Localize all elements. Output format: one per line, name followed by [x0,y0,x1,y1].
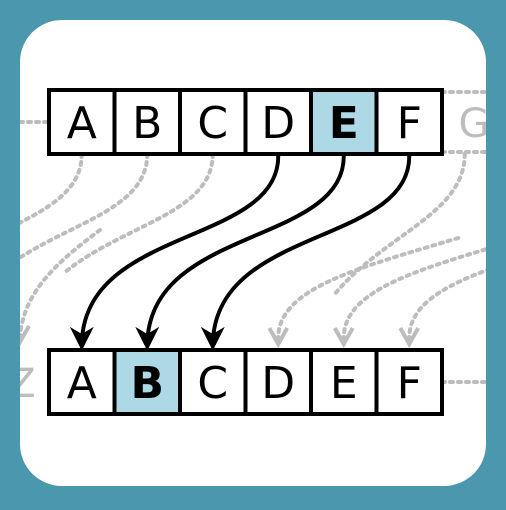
top-row-letter-b: B [132,98,162,149]
ghost-curve-bottom-5 [407,236,486,340]
bottom-row-letter-a: A [67,358,97,409]
ghost-curve-top-0 [20,152,84,276]
ghost-arrowhead-3 [267,327,289,349]
shift-arrows [69,155,412,351]
top-row-cell-c [178,88,248,156]
bottom-row-letter-c: C [197,358,228,409]
ghost-curve-top-2 [60,152,215,276]
ghost-letter-g: G [459,101,490,147]
ghost-curve-bottom-z [20,228,102,338]
ghost-letter-z: Z [8,361,35,407]
top-row-letter-e: E [329,98,359,149]
top-row-letter-d: D [261,98,295,149]
top-row-letter-a: A [67,98,97,149]
top-row-cell-b [112,88,182,156]
bottom-row-cell-e [309,348,379,416]
top-row-letter-c: C [197,98,228,149]
shift-arrow-e-to-b [135,155,346,351]
top-row-letter-f: F [397,98,422,149]
bottom-row-letter-f: F [397,358,422,409]
ghost-curve-top-1 [20,152,150,276]
top-row-cell-e [309,88,379,156]
shift-arrow-d-to-a [69,155,281,351]
faded-background-connections: GZ [8,90,490,407]
bottom-row-letter-d: D [261,358,295,409]
bottom-row-cell-b [112,348,182,416]
ghost-arrowhead-5 [398,327,420,349]
bottom-row-letter-b: B [130,358,164,409]
top-row-cell-f [374,88,444,156]
ghost-arrowhead-4 [333,327,355,349]
top-row-cell-a [47,88,117,156]
ghost-arrowhead-z [20,325,31,347]
ghost-curve-bottom-4 [341,236,486,340]
ghost-curve-top-g [332,152,467,296]
ghost-curve-bottom-3 [276,236,461,340]
bottom-row-letter-e: E [330,358,358,409]
shift-arrow-f-to-c [200,155,412,351]
bottom-row-cell-f [374,348,444,416]
